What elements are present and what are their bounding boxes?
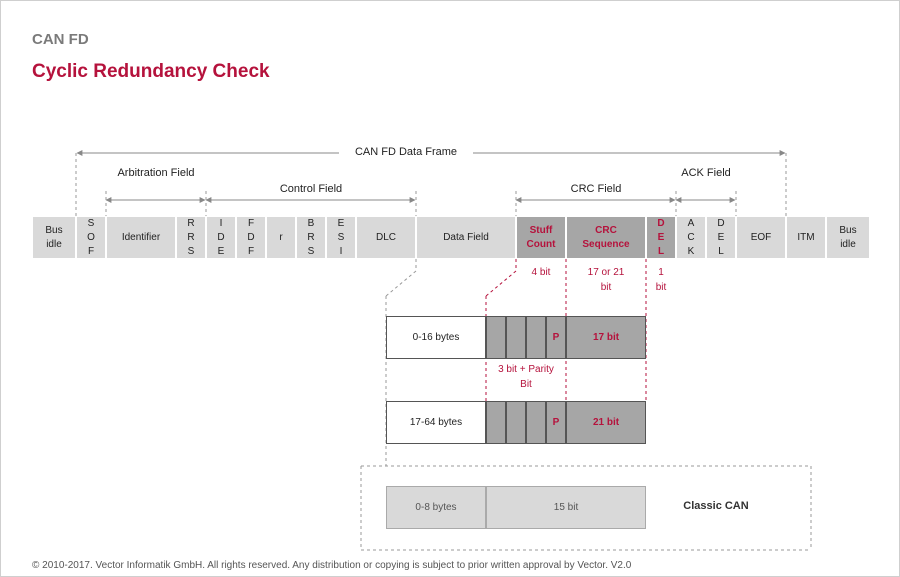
- page-title: Cyclic Redundancy Check: [32, 61, 270, 82]
- classic-can-label: Classic CAN: [683, 500, 749, 512]
- control-field-label: Control Field: [279, 183, 343, 195]
- field-ide: IDE: [206, 216, 236, 259]
- row1-parity: P: [546, 316, 566, 359]
- field-bus-idle-left: Bus idle: [32, 216, 76, 259]
- classic-bytes: 0-8 bytes: [386, 486, 486, 529]
- page-supertitle: CAN FD: [32, 31, 89, 48]
- field-stuff-count: Stuff Count: [516, 216, 566, 259]
- field-dlc: DLC: [356, 216, 416, 259]
- row1-bit-1: [486, 316, 506, 359]
- row2-bit-1: [486, 401, 506, 444]
- row1-bytes: 0-16 bytes: [386, 316, 486, 359]
- measure-crc: 17 or 21 bit: [587, 267, 625, 293]
- measure-stuff-detail: 3 bit + Parity Bit: [498, 364, 554, 390]
- crc-field-label: CRC Field: [570, 183, 622, 195]
- field-eof: EOF: [736, 216, 786, 259]
- field-crc-del: DEL: [646, 216, 676, 259]
- row1-bit-3: [526, 316, 546, 359]
- field-sof: SOF: [76, 216, 106, 259]
- row1-crc: 17 bit: [566, 316, 646, 359]
- field-data: Data Field: [416, 216, 516, 259]
- footer-copyright: © 2010-2017. Vector Informatik GmbH. All…: [32, 560, 632, 571]
- field-esi: ESI: [326, 216, 356, 259]
- field-r: r: [266, 216, 296, 259]
- field-crc-sequence: CRC Sequence: [566, 216, 646, 259]
- frame-label: CAN FD Data Frame: [339, 144, 473, 160]
- field-bus-idle-right: Bus idle: [826, 216, 870, 259]
- field-brs: BRS: [296, 216, 326, 259]
- field-identifier: Identifier: [106, 216, 176, 259]
- field-itm: ITM: [786, 216, 826, 259]
- arbitration-field-label: Arbitration Field: [117, 167, 195, 179]
- row1-bit-2: [506, 316, 526, 359]
- ack-field-label: ACK Field: [681, 167, 731, 179]
- row2-bit-3: [526, 401, 546, 444]
- field-ack-del: DEL: [706, 216, 736, 259]
- row2-bit-2: [506, 401, 526, 444]
- row2-bytes: 17-64 bytes: [386, 401, 486, 444]
- measure-stuff: 4 bit: [531, 267, 551, 278]
- row2-parity: P: [546, 401, 566, 444]
- field-rrs: RRS: [176, 216, 206, 259]
- measure-del: 1 bit: [655, 267, 667, 293]
- field-ack: ACK: [676, 216, 706, 259]
- classic-crc: 15 bit: [486, 486, 646, 529]
- field-fdf: FDF: [236, 216, 266, 259]
- row2-crc: 21 bit: [566, 401, 646, 444]
